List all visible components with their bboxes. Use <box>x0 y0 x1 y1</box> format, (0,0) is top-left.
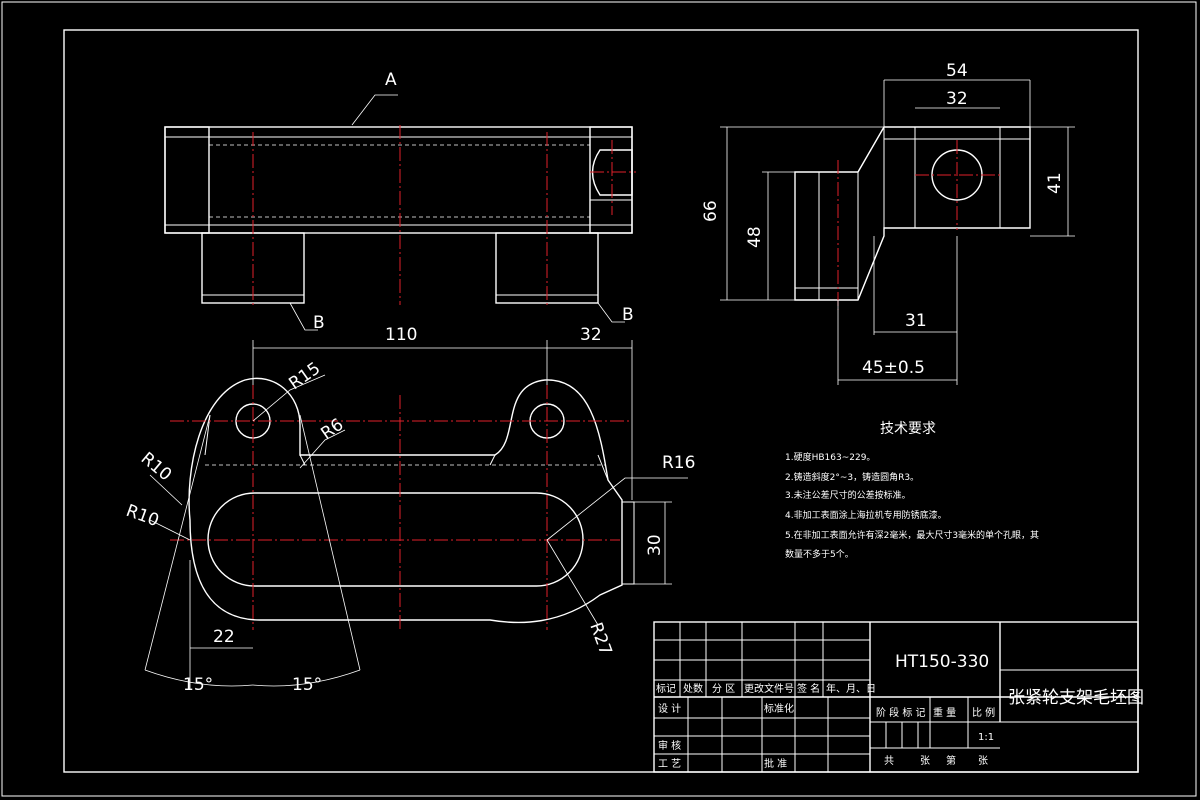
dim-r10-lower: R10 <box>123 501 161 531</box>
tb-approve: 批 准 <box>764 757 787 770</box>
tech-note-6: 数量不多于5个。 <box>785 548 854 560</box>
dim-30: 30 <box>645 534 665 556</box>
tb-process: 工 艺 <box>658 758 681 770</box>
section-label-b2: B <box>622 305 634 325</box>
tb-mark: 标记 <box>656 683 676 695</box>
tech-note-1: 1.硬度HB163~229。 <box>785 451 875 463</box>
tb-scale-label: 比 例 <box>972 706 995 719</box>
tb-design: 设 计 <box>658 702 681 715</box>
dim-r27: R27 <box>585 620 615 658</box>
dim-angle-left: 15° <box>183 675 213 695</box>
drawing-title: 张紧轮支架毛坯图 <box>1008 688 1144 708</box>
dim-22: 22 <box>213 627 235 647</box>
section-label-b1: B <box>313 313 325 333</box>
tb-review: 审 核 <box>658 739 681 752</box>
tb-scale: 1:1 <box>978 732 994 743</box>
dim-32: 32 <box>580 325 602 345</box>
tb-count: 处数 <box>683 682 703 695</box>
dim-r6: R6 <box>317 415 347 444</box>
tech-note-2: 2.铸造斜度2°~3，铸造圆角R3。 <box>785 471 919 483</box>
tech-title: 技术要求 <box>880 421 936 437</box>
tb-sign: 签 名 <box>797 682 820 695</box>
tb-zone: 分 区 <box>712 683 735 695</box>
inner-border <box>63 29 1139 773</box>
tb-sheet-no: 第 <box>946 754 956 767</box>
dim-32-top: 32 <box>946 89 968 109</box>
tb-sheet-unit2: 张 <box>978 755 988 767</box>
dim-54: 54 <box>946 61 968 81</box>
tb-standard: 标准化 <box>764 702 794 715</box>
dim-48: 48 <box>745 226 765 248</box>
dim-110: 110 <box>385 325 417 345</box>
title-block <box>653 621 1139 773</box>
section-label-a: A <box>385 70 397 90</box>
dim-31: 31 <box>905 311 927 331</box>
tb-sheet-total: 共 <box>884 755 894 767</box>
dim-r10-upper: R10 <box>137 449 175 486</box>
tb-stage: 阶 段 标 记 <box>876 706 926 719</box>
dim-45: 45±0.5 <box>862 358 925 378</box>
tb-date: 年、月、日 <box>826 682 876 695</box>
tb-doc: 更改文件号 <box>744 682 794 695</box>
tech-note-3: 3.未注公差尺寸的公差按标准。 <box>785 489 911 501</box>
side-view <box>720 79 1075 385</box>
dim-r15: R15 <box>285 359 324 395</box>
tech-note-4: 4.非加工表面涂上海拉机专用防锈底漆。 <box>785 509 947 521</box>
dim-angle-right: 15° <box>292 675 322 695</box>
plan-view <box>144 340 688 690</box>
front-view <box>164 94 636 331</box>
material-grade: HT150-330 <box>895 652 989 672</box>
tech-note-5: 5.在非加工表面允许有深2毫米，最大尺寸3毫米的单个孔眼，其 <box>785 529 1039 541</box>
dim-r16: R16 <box>662 453 695 473</box>
dim-41: 41 <box>1045 172 1065 194</box>
tb-sheet-unit1: 张 <box>920 755 930 767</box>
dim-66: 66 <box>701 200 721 222</box>
tb-weight: 重 量 <box>933 706 956 719</box>
